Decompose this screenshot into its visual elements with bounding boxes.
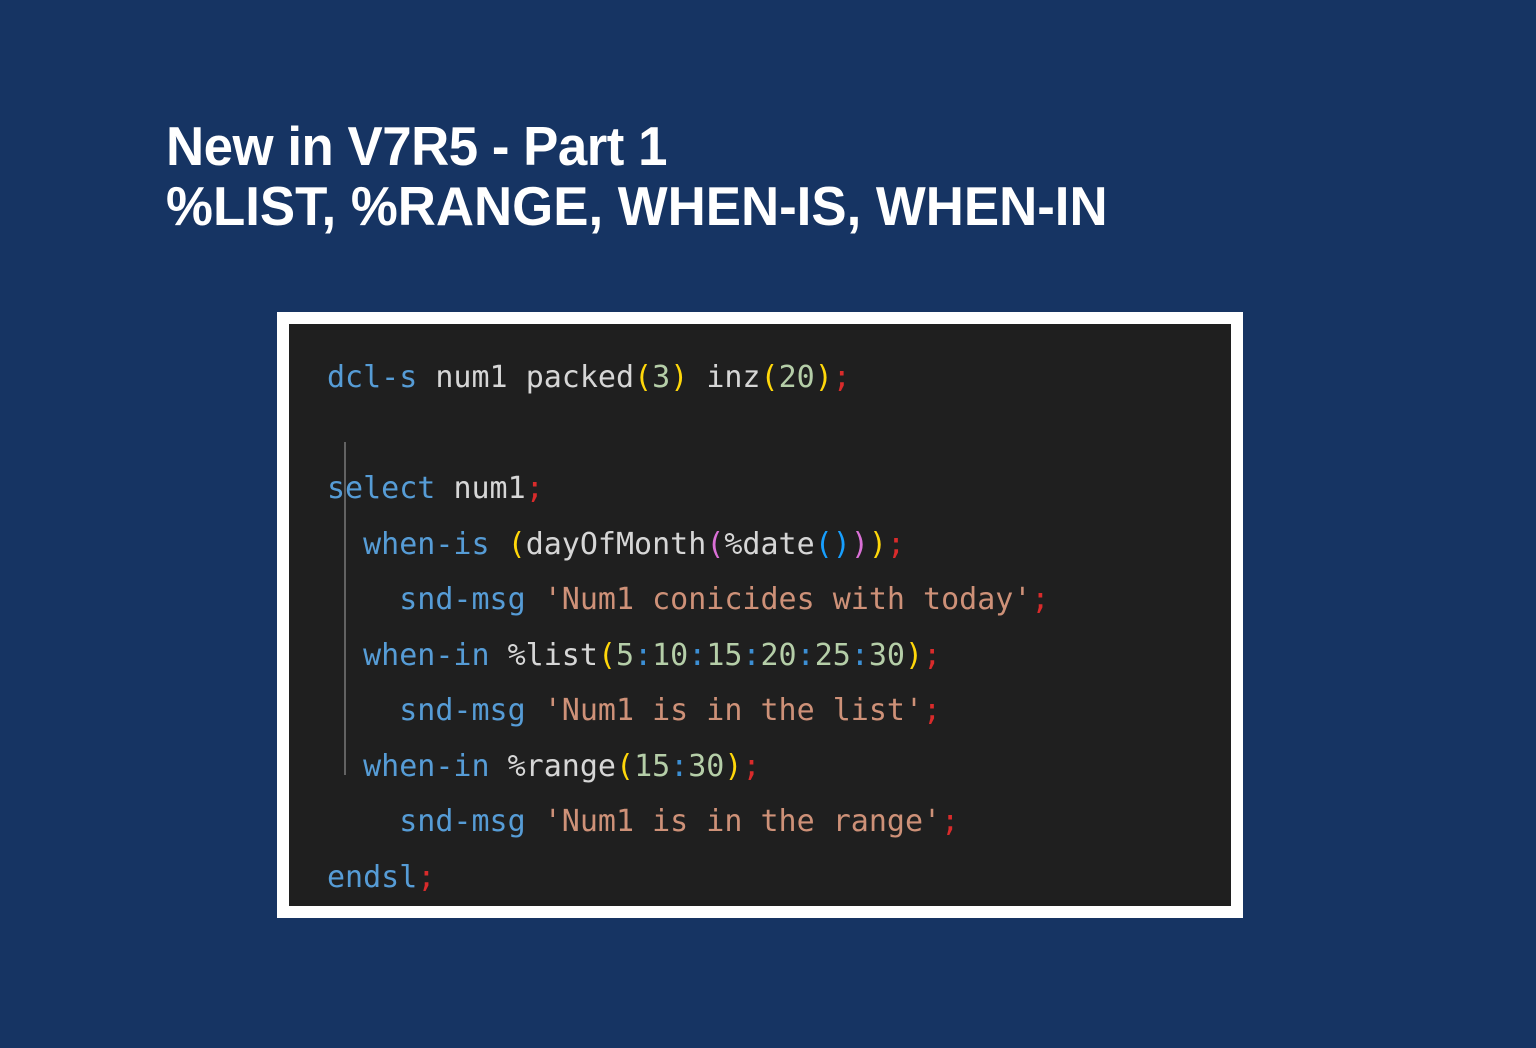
code-token-num: 10	[652, 637, 689, 673]
title-line-2: %LIST, %RANGE, WHEN-IS, WHEN-IN	[166, 175, 1108, 237]
code-token-kw: dcl-s	[327, 360, 418, 395]
code-token-colon: :	[670, 748, 689, 784]
code-token-br1: (	[634, 360, 653, 395]
code-token-br1: )	[670, 360, 689, 395]
code-token-plain	[327, 527, 363, 562]
code-token-plain: packed	[525, 360, 635, 395]
code-token-colon: :	[850, 637, 869, 673]
code-token-kw: snd-msg	[399, 582, 526, 617]
code-token-str: 'Num1 is in the range'	[543, 804, 942, 839]
code-token-br1: )	[905, 637, 924, 673]
code-token-kw: when-is	[363, 526, 490, 562]
code-token-br2: (	[706, 526, 725, 562]
code-editor-surface: dcl-s num1 packed(3) inz(20);select num1…	[289, 324, 1231, 906]
code-line: when-in %list(5:10:15:20:25:30);	[327, 628, 1231, 684]
code-token-colon: :	[742, 637, 761, 673]
code-token-plain: inz	[706, 360, 761, 395]
code-token-semi: ;	[941, 804, 960, 839]
code-token-colon: :	[796, 637, 815, 673]
code-token-kw: endsl	[327, 859, 418, 895]
code-token-plain	[526, 582, 544, 617]
code-token-plain	[327, 749, 363, 784]
code-block-frame: dcl-s num1 packed(3) inz(20);select num1…	[277, 312, 1243, 918]
indent-guide-line	[344, 442, 346, 775]
code-line	[327, 406, 1231, 462]
code-token-semi: ;	[417, 859, 436, 895]
page-title: New in V7R5 - Part 1 %LIST, %RANGE, WHEN…	[166, 116, 1386, 236]
code-token-plain	[327, 804, 399, 839]
code-token-semi: ;	[742, 748, 761, 784]
code-token-str: 'Num1 is in the list'	[543, 693, 924, 728]
code-token-plain	[490, 638, 508, 673]
code-token-br1: )	[868, 526, 887, 562]
code-line: select num1;	[327, 461, 1231, 517]
code-token-num: 5	[616, 637, 635, 673]
code-token-plain: dayOfMonth	[525, 526, 707, 562]
code-token-br1: )	[724, 748, 743, 784]
code-token-plain	[435, 471, 453, 506]
code-token-br2: )	[850, 526, 869, 562]
code-token-br1: )	[814, 360, 833, 395]
code-token-kw: snd-msg	[399, 804, 526, 839]
code-token-plain	[327, 638, 363, 673]
code-token-semi: ;	[923, 693, 942, 728]
code-line: snd-msg 'Num1 conicides with today';	[327, 572, 1231, 628]
code-token-br1: (	[760, 360, 779, 395]
code-token-num: 20	[760, 637, 797, 673]
code-token-plain	[327, 582, 399, 617]
code-line: snd-msg 'Num1 is in the range';	[327, 794, 1231, 850]
code-token-semi: ;	[832, 360, 851, 395]
code-token-kw: when-in	[363, 748, 490, 784]
code-token-num: 30	[868, 637, 905, 673]
code-token-plain	[508, 360, 526, 395]
code-token-br1: (	[507, 526, 526, 562]
code-token-plain: %list	[507, 637, 598, 673]
title-line-1: New in V7R5 - Part 1	[166, 115, 667, 177]
code-token-br1: (	[597, 637, 616, 673]
code-token-plain: num1	[453, 471, 526, 506]
code-line: endsl;	[327, 850, 1231, 906]
code-token-num: 25	[814, 637, 851, 673]
code-token-str: 'Num1 conicides with today'	[543, 582, 1032, 617]
code-token-plain: %date	[724, 526, 815, 562]
code-token-br1: (	[616, 748, 635, 784]
code-token-num: 15	[634, 748, 671, 784]
code-token-num: 15	[706, 637, 743, 673]
code-token-plain	[526, 693, 544, 728]
code-line: snd-msg 'Num1 is in the list';	[327, 683, 1231, 739]
code-token-br3: )	[832, 526, 851, 562]
code-token-kw: select	[327, 471, 436, 506]
code-token-num: 3	[652, 360, 671, 395]
code-token-semi: ;	[1031, 582, 1050, 617]
code-token-num: 30	[688, 748, 725, 784]
code-token-plain	[490, 527, 508, 562]
code-token-kw: snd-msg	[399, 693, 526, 728]
code-token-plain	[490, 749, 508, 784]
code-token-num: 20	[778, 360, 815, 395]
code-token-kw: when-in	[363, 637, 490, 673]
code-token-br3: (	[814, 526, 833, 562]
code-token-plain: %range	[507, 748, 616, 784]
code-token-semi: ;	[923, 637, 942, 673]
code-token-plain	[526, 804, 544, 839]
code-token-colon: :	[688, 637, 707, 673]
code-line: dcl-s num1 packed(3) inz(20);	[327, 350, 1231, 406]
code-listing: dcl-s num1 packed(3) inz(20);select num1…	[289, 350, 1231, 905]
code-token-semi: ;	[886, 526, 905, 562]
code-token-colon: :	[634, 637, 653, 673]
code-token-plain: num1	[435, 360, 508, 395]
code-token-plain	[327, 693, 399, 728]
code-token-plain	[688, 360, 706, 395]
code-token-semi: ;	[525, 471, 544, 506]
code-token-plain	[417, 360, 435, 395]
code-line: when-is (dayOfMonth(%date()));	[327, 517, 1231, 573]
code-line: when-in %range(15:30);	[327, 739, 1231, 795]
